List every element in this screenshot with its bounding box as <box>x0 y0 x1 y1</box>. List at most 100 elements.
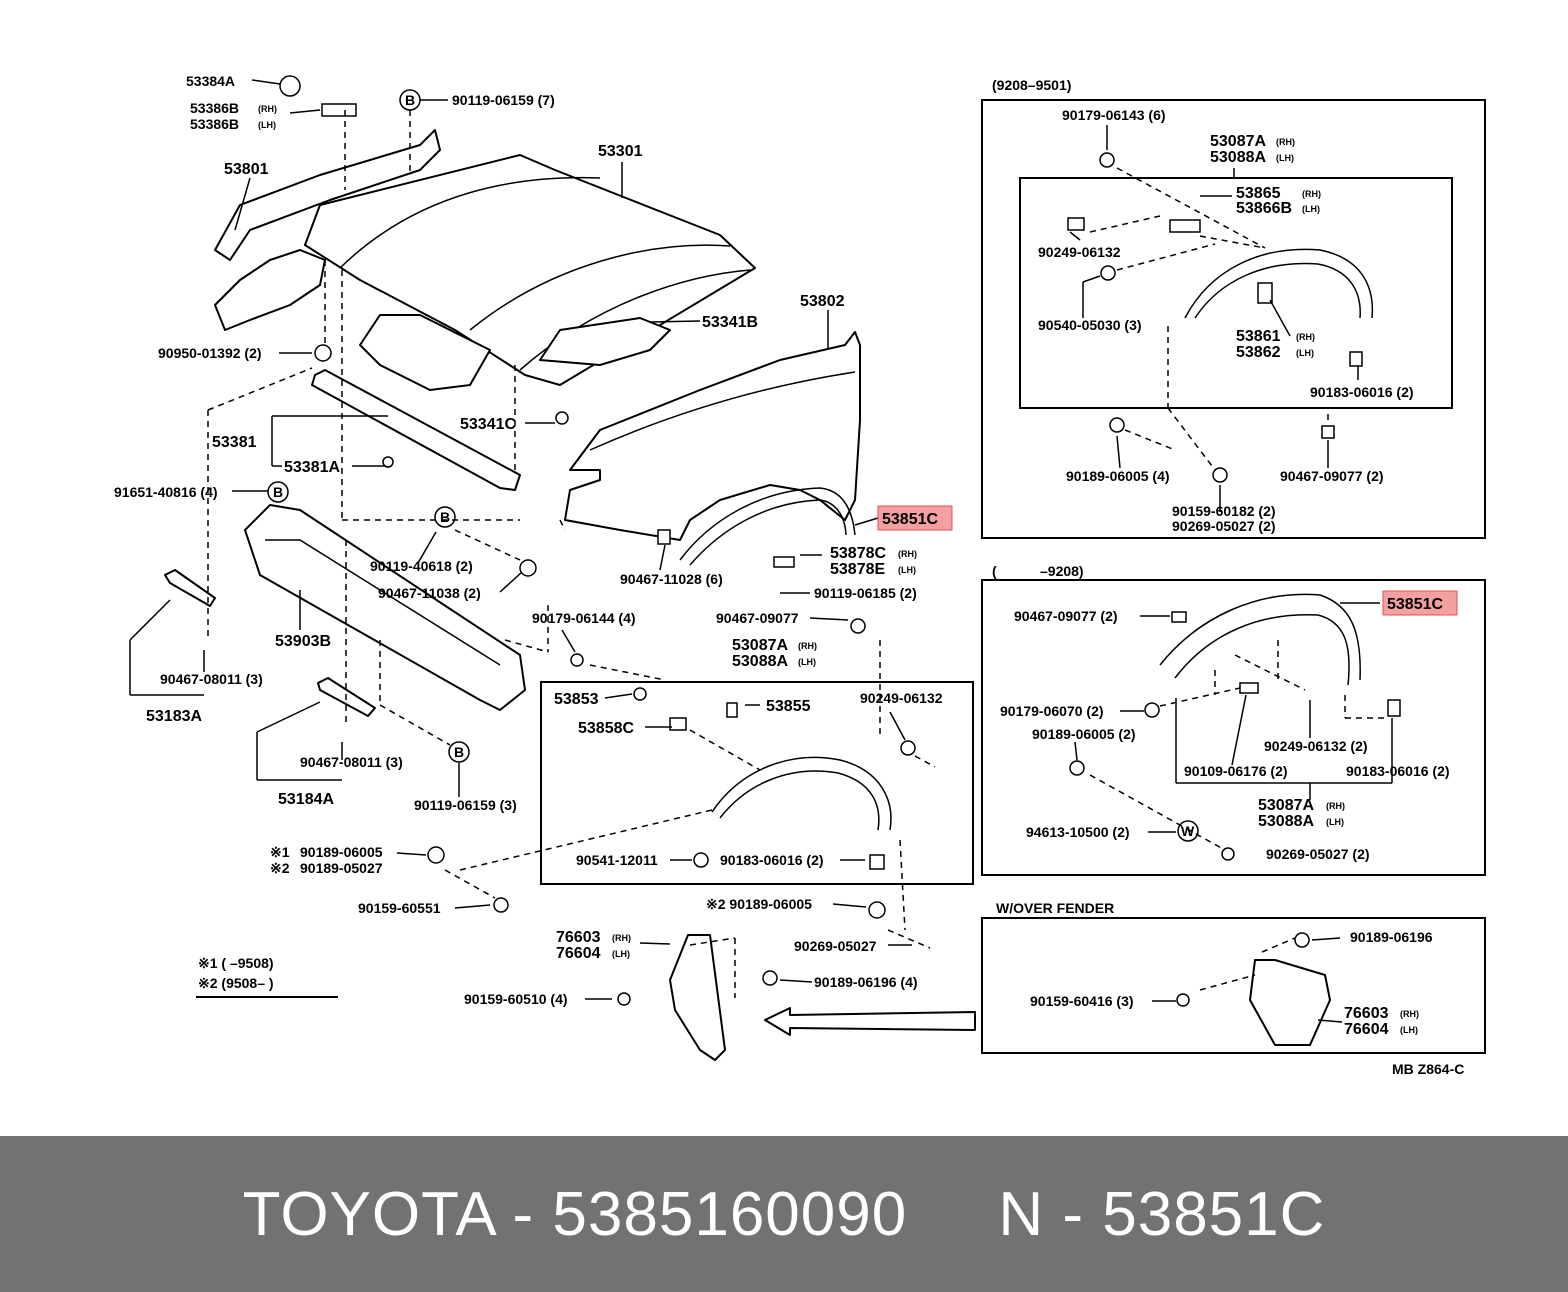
fasteners <box>279 75 1401 1007</box>
b-marker-4: B <box>454 744 464 760</box>
label-53861-rh: (RH) <box>1296 332 1315 342</box>
dashed-lines <box>207 110 1388 998</box>
frame-over-fender <box>981 917 1486 1054</box>
label-53851C-pre-9208: 53851C <box>1387 596 1443 613</box>
label-53858C: 53858C <box>578 720 634 737</box>
hood-molding-53801 <box>214 129 441 261</box>
label-53381: 53381 <box>212 434 257 451</box>
label-53862-lh: (LH) <box>1296 348 1314 358</box>
footer-part-number: TOYOTA - 5385160090 N - 53851C <box>242 1179 1326 1249</box>
fender-flare-53851C-inner <box>689 499 847 566</box>
label-90269-05027-a: 90269-05027 <box>794 938 877 954</box>
label-53386B-lh-tag: (LH) <box>258 120 276 130</box>
direction-arrow <box>764 1007 976 1036</box>
label-76604-a-lh: (LH) <box>612 949 630 959</box>
label-90249-06132-a: 90249-06132 <box>860 690 943 706</box>
label-76604-b-lh: (LH) <box>1400 1025 1418 1035</box>
highlight-53851C-pre-9208 <box>1382 590 1458 616</box>
label-53878E: 53878E <box>830 561 885 578</box>
label-53861: 53861 <box>1236 328 1281 345</box>
diagram-code: MB Z864-C <box>1392 1061 1464 1077</box>
label-90249-06132-b: 90249-06132 <box>1038 244 1121 260</box>
fender-flare-9208-9501 <box>1184 248 1374 319</box>
hood-ridge-1 <box>339 176 601 269</box>
label-90119-06159-3: 90119-06159 (3) <box>414 797 517 813</box>
label-90467-11028: 90467-11028 (6) <box>620 571 723 587</box>
label-90189-06005-b: ※2 90189-06005 <box>706 896 812 912</box>
bracket-53183A <box>164 569 216 607</box>
frame-inner-9208-9501 <box>1019 177 1453 409</box>
label-53088A-c: 53088A <box>1258 813 1314 830</box>
label-53087A-a-rh: (RH) <box>798 641 817 651</box>
label-90183-06016-b: 90183-06016 (2) <box>1310 384 1414 400</box>
label-90119-06185: 90119-06185 (2) <box>814 585 917 601</box>
label-90467-09077-b: 90467-09077 (2) <box>1280 468 1384 484</box>
label-76603-b: 76603 <box>1344 1005 1389 1022</box>
section-label-pre-9208-close: –9208) <box>1040 563 1084 579</box>
label-90467-09077-a: 90467-09077 <box>716 610 799 626</box>
label-90467-09077-c: 90467-09077 (2) <box>1014 608 1118 624</box>
mudguard-over-fender-76603 <box>1249 959 1331 1046</box>
label-53087A-b: 53087A <box>1210 133 1266 150</box>
label-90189-06196-a: 90189-06196 (4) <box>814 974 918 990</box>
hood-insulator-right <box>539 317 671 366</box>
label-53184A: 53184A <box>278 791 334 808</box>
label-90119-40618: 90119-40618 (2) <box>370 558 473 574</box>
parts-diagram: B B B B W <box>114 73 1486 1077</box>
label-90189-06005-d: 90189-06005 (2) <box>1032 726 1136 742</box>
label-90179-06070: 90179-06070 (2) <box>1000 703 1104 719</box>
section-label-9208-9501: (9208–9501) <box>992 77 1071 93</box>
label-53183A: 53183A <box>146 708 202 725</box>
section-label-over-fender: W/OVER FENDER <box>996 900 1114 916</box>
label-90189-06196-b: 90189-06196 <box>1350 929 1433 945</box>
label-53865-rh: (RH) <box>1302 189 1321 199</box>
label-note2-mark: ※2 <box>270 860 290 876</box>
front-fender-53802 <box>564 331 861 541</box>
label-53386B-lh: 53386B <box>190 116 239 132</box>
label-90183-06016-c: 90183-06016 (2) <box>1346 763 1450 779</box>
grille-detail <box>265 539 501 666</box>
label-53384A: 53384A <box>186 73 235 89</box>
hood-side-53801 <box>214 249 326 331</box>
label-53855: 53855 <box>766 698 811 715</box>
frame-pre-9208 <box>981 579 1486 876</box>
fender-flare-53851C <box>679 487 856 561</box>
note-2: ※2 (9508– ) <box>198 975 274 991</box>
label-53878E-lh: (LH) <box>898 565 916 575</box>
label-53386B-rh: (RH) <box>258 104 277 114</box>
label-76603-a-rh: (RH) <box>612 933 631 943</box>
label-53866B: 53866B <box>1236 200 1292 217</box>
fender-flare-pre-9208-inner <box>1174 613 1350 686</box>
label-53088A-c-lh: (LH) <box>1326 817 1344 827</box>
label-90189-06005-a: 90189-06005 <box>300 844 383 860</box>
label-53381A: 53381A <box>284 459 340 476</box>
label-90249-06132-c: 90249-06132 (2) <box>1264 738 1368 754</box>
hood-lock-support-53381 <box>311 369 521 491</box>
label-53341C: 53341C <box>460 416 516 433</box>
label-90541-12011: 90541-12011 <box>576 852 658 868</box>
label-53087A-a: 53087A <box>732 637 788 654</box>
label-53862: 53862 <box>1236 344 1281 361</box>
frame-9208-9501 <box>981 99 1486 539</box>
fender-crease <box>589 371 856 451</box>
label-90179-06144: 90179-06144 (4) <box>532 610 636 626</box>
label-53087A-b-rh: (RH) <box>1276 137 1295 147</box>
hood-ridge-2 <box>469 244 731 331</box>
note-1: ※1 ( –9508) <box>198 955 274 971</box>
label-90269-05027-b: 90269-05027 (2) <box>1172 518 1276 534</box>
label-note1-mark: ※1 <box>270 844 290 860</box>
label-53341B: 53341B <box>702 314 758 331</box>
label-90189-06005-c: 90189-06005 (4) <box>1066 468 1170 484</box>
label-76603-a: 76603 <box>556 929 601 946</box>
fender-flare-center <box>711 756 892 831</box>
label-90179-06143: 90179-06143 (6) <box>1062 107 1166 123</box>
label-90950-01392: 90950-01392 (2) <box>158 345 262 361</box>
label-53087A-c-rh: (RH) <box>1326 801 1345 811</box>
label-90109-06176: 90109-06176 (2) <box>1184 763 1288 779</box>
radiator-grille-53903B <box>244 504 526 711</box>
label-76603-b-rh: (RH) <box>1400 1009 1419 1019</box>
label-53801: 53801 <box>224 161 269 178</box>
label-76604-a: 76604 <box>556 945 601 962</box>
label-53866B-lh: (LH) <box>1302 204 1320 214</box>
label-53802: 53802 <box>800 293 845 310</box>
